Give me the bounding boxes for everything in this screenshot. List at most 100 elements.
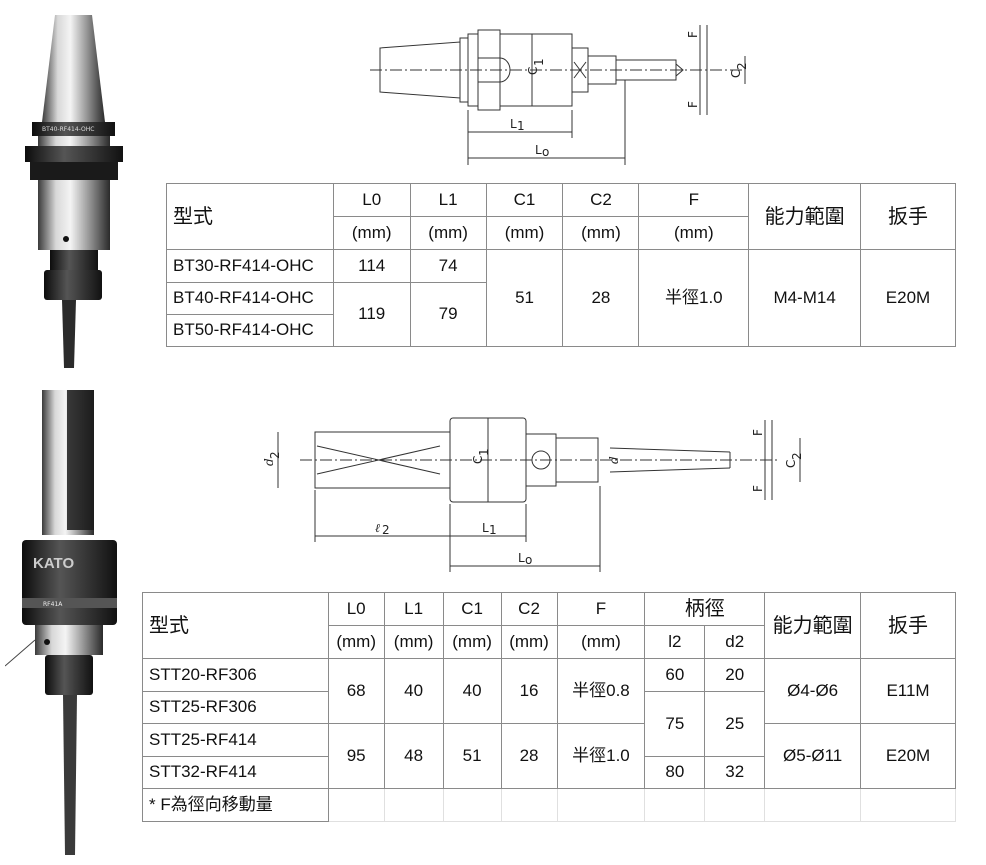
t2-shank1-d2: 20 bbox=[704, 658, 766, 692]
table-row: BT40-RF414-OHC 119 79 bbox=[166, 282, 956, 347]
t2-unit: (mm) bbox=[327, 625, 385, 659]
d1-c1-label: C bbox=[526, 67, 540, 75]
table-row: STT32-RF414 80 32 bbox=[142, 756, 956, 789]
t1-unit: (mm) bbox=[562, 216, 640, 250]
t2-ga-capacity: Ø4-Ø6 bbox=[764, 658, 862, 724]
d1-l0-sub: o bbox=[542, 145, 549, 159]
t2-shank3-d2: 32 bbox=[704, 756, 766, 789]
t2-gb-l1: 48 bbox=[383, 723, 444, 789]
t2-gb-l0: 95 bbox=[327, 723, 385, 789]
t2-header-l1: L1 bbox=[383, 592, 444, 626]
d2-d2-label: d bbox=[262, 458, 276, 466]
t2-unit: (mm) bbox=[442, 625, 502, 659]
t1-unit: (mm) bbox=[485, 216, 564, 250]
t1-header-model: 型式 bbox=[166, 183, 334, 250]
t2-ga-l1: 40 bbox=[383, 658, 444, 724]
bt-holder-drawing: C 1 F F C 2 L 1 L o bbox=[370, 25, 749, 165]
d2-l0-sub: o bbox=[525, 553, 532, 567]
t2-header-wrench: 扳手 bbox=[860, 592, 956, 659]
d1-c2-label: C bbox=[729, 70, 743, 78]
t1-header-f: F bbox=[638, 183, 750, 217]
t1-c1: 51 bbox=[485, 249, 564, 347]
d2-d-label: d bbox=[607, 456, 621, 464]
t2-ga-c2: 16 bbox=[500, 658, 558, 724]
t2-ga-l0: 68 bbox=[327, 658, 385, 724]
t1-row23-l1: 79 bbox=[409, 282, 487, 347]
t1-f: 半徑1.0 bbox=[638, 249, 750, 347]
table-row: STT25-RF306 75 25 bbox=[142, 691, 956, 757]
t1-unit: (mm) bbox=[332, 216, 411, 250]
t2-note: * F為徑向移動量 bbox=[142, 788, 329, 822]
d2-l1-label: L bbox=[482, 521, 489, 535]
t1-header-l1: L1 bbox=[409, 183, 487, 217]
t2-header-c2: C2 bbox=[500, 592, 558, 626]
t1-row23-l0: 119 bbox=[332, 282, 411, 347]
t1-c2: 28 bbox=[562, 249, 640, 347]
top-photo-marking: BT40-RF414-OHC bbox=[42, 126, 94, 133]
t2-gb-c2: 28 bbox=[500, 723, 558, 789]
d2-l0-label: L bbox=[518, 551, 525, 565]
t2-row1-model: STT20-RF306 bbox=[142, 658, 329, 692]
table-row: STT20-RF306 68 40 40 16 半徑0.8 60 20 Ø4-Ø… bbox=[142, 658, 956, 724]
t1-header-wrench: 扳手 bbox=[860, 183, 956, 250]
t1-row2-model: BT40-RF414-OHC bbox=[166, 282, 334, 315]
d2-l2-label: ℓ bbox=[375, 521, 380, 535]
t2-header-d2: d2 bbox=[704, 625, 766, 659]
t2-header-c1: C1 bbox=[442, 592, 502, 626]
d1-f-top-label: F bbox=[686, 31, 700, 38]
t1-unit: (mm) bbox=[409, 216, 487, 250]
d2-c1-sub: 1 bbox=[477, 448, 491, 456]
bt-spec-table: 型式 L0 L1 C1 C2 F 能力範圍 扳手 (mm) (mm) (mm) … bbox=[166, 183, 956, 347]
t2-ga-wrench: E11M bbox=[860, 658, 956, 724]
d2-c2-label: C bbox=[784, 460, 798, 468]
t2-unit: (mm) bbox=[500, 625, 558, 659]
d2-d2-sub: 2 bbox=[268, 451, 282, 459]
t2-header-f: F bbox=[556, 592, 646, 626]
d1-l1-sub: 1 bbox=[517, 119, 525, 133]
t2-row3-model: STT25-RF414 bbox=[142, 723, 329, 757]
t1-header-l0: L0 bbox=[332, 183, 411, 217]
t2-ga-f: 半徑0.8 bbox=[556, 658, 646, 724]
t1-row1-model: BT30-RF414-OHC bbox=[166, 249, 334, 283]
t2-header-capacity: 能力範圍 bbox=[764, 592, 862, 659]
table-row: STT25-RF414 95 48 51 28 半徑1.0 Ø5-Ø11 E20… bbox=[142, 723, 956, 789]
t2-header-shank: 柄徑 bbox=[644, 592, 766, 626]
table-row: * F為徑向移動量 bbox=[142, 788, 956, 822]
d2-c1-label: C bbox=[471, 456, 485, 464]
t1-row3-model: BT50-RF414-OHC bbox=[166, 314, 334, 347]
d2-l1-sub: 1 bbox=[489, 523, 497, 537]
t1-unit: (mm) bbox=[638, 216, 750, 250]
bt-holder-photo: BT40-RF414-OHC bbox=[25, 15, 123, 368]
t1-row1-l1: 74 bbox=[409, 249, 487, 283]
t2-gb-f: 半徑1.0 bbox=[556, 723, 646, 789]
t2-shank3-l2: 80 bbox=[644, 756, 706, 789]
d1-l0-label: L bbox=[535, 143, 542, 157]
table-row: BT30-RF414-OHC 114 74 51 28 半徑1.0 M4-M14… bbox=[166, 249, 956, 347]
t1-row1-l0: 114 bbox=[332, 249, 411, 283]
t2-unit: (mm) bbox=[556, 625, 646, 659]
d2-f-bottom-label: F bbox=[751, 485, 765, 492]
t2-shank2-l2: 75 bbox=[644, 691, 706, 757]
d2-l2-sub: 2 bbox=[382, 523, 390, 537]
bottom-photo-brand: KATO bbox=[33, 555, 74, 572]
table-row: BT50-RF414-OHC bbox=[166, 314, 956, 347]
t2-shank1-l2: 60 bbox=[644, 658, 706, 692]
stt-spec-table: 型式 L0 L1 C1 C2 F 柄徑 能力範圍 扳手 (mm) (mm) (m… bbox=[142, 592, 956, 822]
bottom-photo-marking: RF41A bbox=[43, 601, 63, 608]
d2-c2-sub: 2 bbox=[790, 452, 804, 460]
d1-f-bottom-label: F bbox=[686, 101, 700, 108]
d2-f-top-label: F bbox=[751, 429, 765, 436]
t1-header-capacity: 能力範圍 bbox=[748, 183, 862, 250]
t2-header-model: 型式 bbox=[142, 592, 329, 659]
t2-header-l0: L0 bbox=[327, 592, 385, 626]
t2-header-l2: l2 bbox=[644, 625, 706, 659]
d1-c2-sub: 2 bbox=[735, 62, 749, 70]
d1-l1-label: L bbox=[510, 117, 517, 131]
t2-gb-wrench: E20M bbox=[860, 723, 956, 789]
t1-wrench: E20M bbox=[860, 249, 956, 347]
t1-header-c2: C2 bbox=[562, 183, 640, 217]
t2-unit: (mm) bbox=[383, 625, 444, 659]
t2-ga-c1: 40 bbox=[442, 658, 502, 724]
t2-row2-model: STT25-RF306 bbox=[142, 691, 329, 724]
stt-holder-drawing: d 2 C 1 d F F C 2 ℓ 2 L 1 L o bbox=[262, 417, 804, 572]
